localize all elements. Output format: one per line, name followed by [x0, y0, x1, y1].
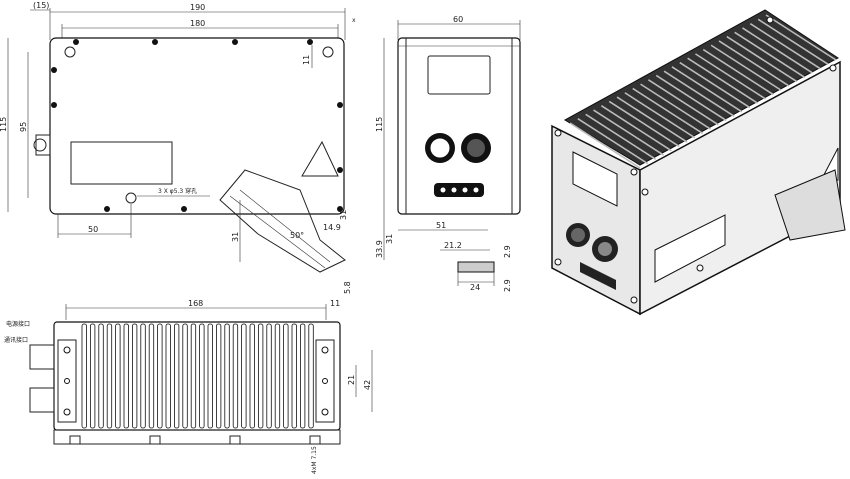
iso-fin — [749, 22, 821, 70]
dim-168: 168 — [188, 299, 203, 308]
heatsink-fin — [215, 323, 222, 429]
heatsink-fin — [266, 323, 272, 429]
heatsink-fin — [199, 323, 205, 429]
heatsink-fin — [123, 323, 129, 429]
dim-50deg: 50° — [290, 231, 304, 240]
iso-fin — [702, 48, 774, 96]
iso-fin — [569, 122, 641, 169]
dim-5-8: 5.8 — [343, 281, 352, 294]
heatsink-fin — [190, 323, 197, 429]
heatsink-fin — [106, 323, 113, 429]
dim-50: 50 — [88, 225, 98, 234]
heatsink-fin — [115, 323, 121, 429]
heatsink-fin — [224, 323, 230, 429]
iso-fins — [569, 14, 837, 169]
dim-115: 115 — [0, 117, 8, 132]
heatsink-fin — [274, 323, 281, 429]
heatsink-fin — [131, 323, 138, 429]
iso-fin — [600, 105, 672, 152]
iso-fin — [655, 74, 727, 122]
dim-42: 42 — [363, 380, 372, 390]
iso-fin — [710, 44, 782, 91]
iso-fin — [616, 96, 688, 143]
dim-51: 51 — [436, 221, 446, 230]
dim-14-9: 14.9 — [323, 223, 341, 232]
heatsink-fin — [308, 323, 314, 429]
iso-fin — [726, 35, 798, 83]
dim-115-side: 115 — [375, 117, 384, 132]
heatsink-fin — [207, 323, 213, 429]
heatsink-fin — [299, 323, 306, 429]
heatsink-fin — [165, 323, 171, 429]
dim-21-2: 21.2 — [444, 241, 462, 250]
heatsink-fin — [90, 323, 96, 429]
dim-24: 24 — [470, 283, 480, 292]
heatsink-fin — [81, 323, 87, 429]
product-illustration — [551, 9, 846, 316]
dim-180: 180 — [190, 19, 205, 28]
iso-fin — [593, 109, 664, 156]
dim-31: 31 — [231, 232, 240, 242]
dim-31-side: 31 — [385, 234, 394, 244]
dim-33-9: 33.9 — [375, 240, 384, 258]
heatsink-fin — [283, 323, 289, 429]
heatsink-fins — [81, 323, 314, 429]
label-power: 电源接口 — [6, 320, 30, 328]
dim-2-9b: 2.9 — [503, 279, 512, 292]
dim-190: 190 — [190, 3, 205, 12]
dim-4m: 4xM 7.15 — [311, 446, 318, 474]
iso-fin — [647, 79, 719, 126]
heatsink-fin — [241, 323, 247, 429]
label-comm: 通讯接口 — [4, 336, 28, 344]
front-view: (15) 190 180 x 115 95 — [0, 1, 356, 294]
heatsink-fin — [98, 323, 104, 429]
iso-fin — [695, 53, 766, 100]
iso-fin — [608, 100, 680, 148]
dim-21: 21 — [347, 375, 356, 385]
iso-fin — [632, 87, 704, 135]
iso-fin — [765, 14, 837, 61]
dim-95: 95 — [19, 122, 28, 132]
iso-fin — [585, 113, 657, 161]
iso-fin — [624, 92, 696, 139]
dim-11: 11 — [302, 55, 311, 65]
heatsink-fin — [140, 323, 146, 429]
dim-31b: 31 — [339, 210, 348, 220]
heatsink-fin — [291, 323, 297, 429]
dim-x: x — [352, 17, 356, 24]
iso-fin — [718, 40, 790, 87]
dim-15: (15) — [33, 1, 49, 10]
iso-fin — [757, 18, 829, 65]
heatsink-fin — [232, 323, 239, 429]
heatsink-fin — [157, 323, 163, 429]
dim-11-top: 11 — [330, 299, 340, 308]
iso-fin — [577, 118, 649, 165]
heatsink-fin — [257, 323, 264, 429]
dim-2-9: 2.9 — [503, 245, 512, 258]
side-view: 60 115 33.9 31 51 21.2 2.9 24 2.9 — [375, 15, 521, 292]
heatsink-fin — [148, 323, 155, 429]
hole-note: 3 X φ5.3 穿孔 — [158, 187, 197, 195]
iso-fin — [742, 27, 813, 74]
iso-fin — [679, 61, 751, 109]
dim-60: 60 — [453, 15, 463, 24]
heatsink-fin — [249, 323, 255, 429]
heatsink-fin — [173, 323, 180, 429]
iso-fin — [671, 66, 743, 113]
iso-fin — [687, 57, 759, 104]
iso-fin — [734, 31, 806, 78]
iso-fin — [663, 70, 735, 117]
top-view: 168 11 电源接口 通讯接口 21 42 4xM 7.15 — [4, 299, 373, 474]
iso-fin — [640, 83, 711, 130]
heatsink-fin — [182, 323, 188, 429]
